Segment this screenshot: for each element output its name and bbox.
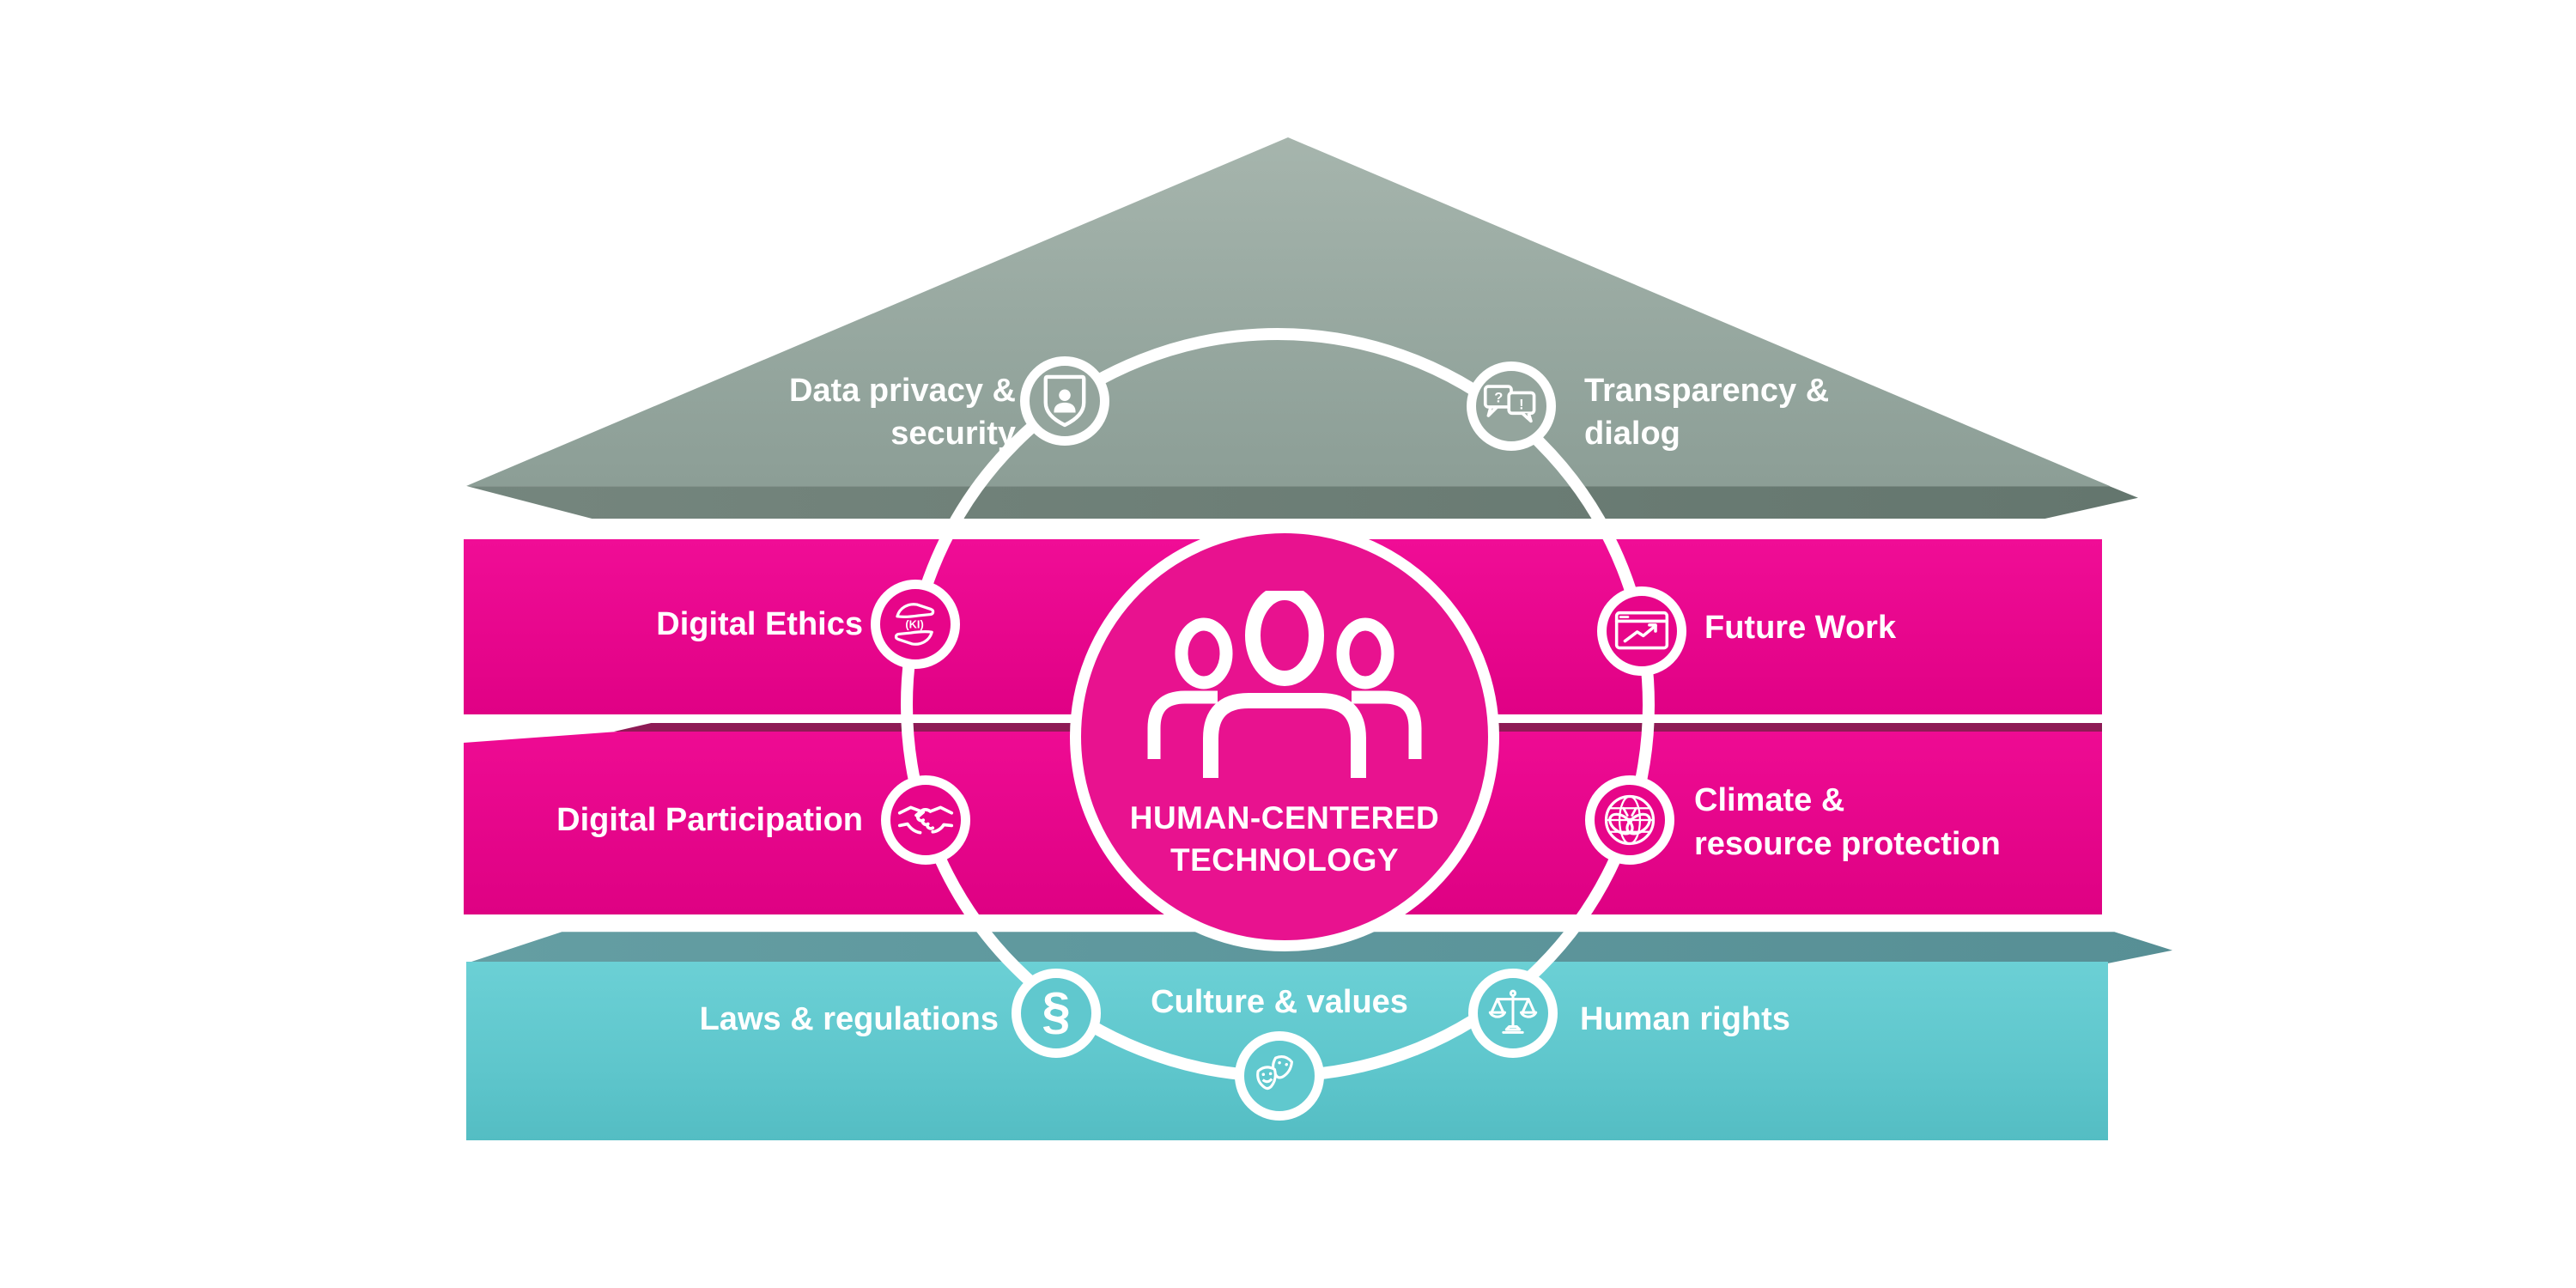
scales-icon — [1488, 989, 1538, 1034]
label-climate-line2: resource protection — [1694, 826, 2001, 862]
node-future-work — [1597, 586, 1686, 676]
ki-badge: (KI) — [905, 618, 923, 631]
butterfly-globe-icon — [1604, 794, 1656, 846]
label-laws: Laws & regulations — [699, 1001, 999, 1037]
label-climate-line1: Climate & — [1694, 782, 1845, 818]
paragraph-icon: § — [1042, 982, 1071, 1040]
label-transparency-line2: dialog — [1584, 416, 1680, 452]
label-data-privacy: Data privacy & security — [789, 369, 1016, 455]
node-climate — [1585, 775, 1674, 865]
node-digital-ethics: (KI) — [871, 580, 960, 669]
node-culture — [1235, 1031, 1324, 1121]
label-transparency-line1: Transparency & — [1584, 373, 1830, 409]
label-data-privacy-line1: Data privacy & — [788, 373, 1016, 409]
node-transparency: ? ! — [1467, 361, 1556, 451]
label-digital-participation: Digital Participation — [556, 802, 863, 838]
label-human-rights: Human rights — [1580, 1001, 1790, 1037]
label-data-privacy-line2: security — [890, 416, 1016, 452]
label-culture: Culture & values — [1151, 984, 1408, 1020]
node-data-privacy — [1020, 356, 1109, 446]
label-digital-ethics: Digital Ethics — [656, 606, 863, 642]
center-circle: HUMAN-CENTERED TECHNOLOGY — [1070, 522, 1499, 951]
theater-masks-icon — [1256, 1055, 1293, 1091]
handshake-icon — [897, 805, 954, 835]
exclamation-glyph: ! — [1519, 398, 1524, 413]
label-transparency: Transparency & dialog — [1584, 369, 1829, 455]
browser-growth-icon — [1614, 611, 1669, 650]
node-digital-participation — [881, 775, 970, 865]
label-future-work: Future Work — [1704, 610, 1897, 646]
node-human-rights — [1468, 969, 1558, 1058]
label-climate: Climate & resource protection — [1694, 779, 2001, 866]
question-glyph: ? — [1494, 390, 1503, 405]
shield-person-icon — [1043, 374, 1086, 428]
roof-underside-shadow — [466, 486, 2138, 519]
people-group-icon — [1147, 591, 1422, 778]
speech-bubbles-icon: ? ! — [1483, 385, 1536, 423]
hands-ai-icon: (KI) — [894, 603, 935, 646]
center-title: HUMAN-CENTERED TECHNOLOGY — [1087, 797, 1482, 881]
center-title-line2: TECHNOLOGY — [1170, 842, 1400, 878]
center-title-line1: HUMAN-CENTERED — [1129, 800, 1440, 835]
node-laws: § — [1012, 969, 1101, 1058]
